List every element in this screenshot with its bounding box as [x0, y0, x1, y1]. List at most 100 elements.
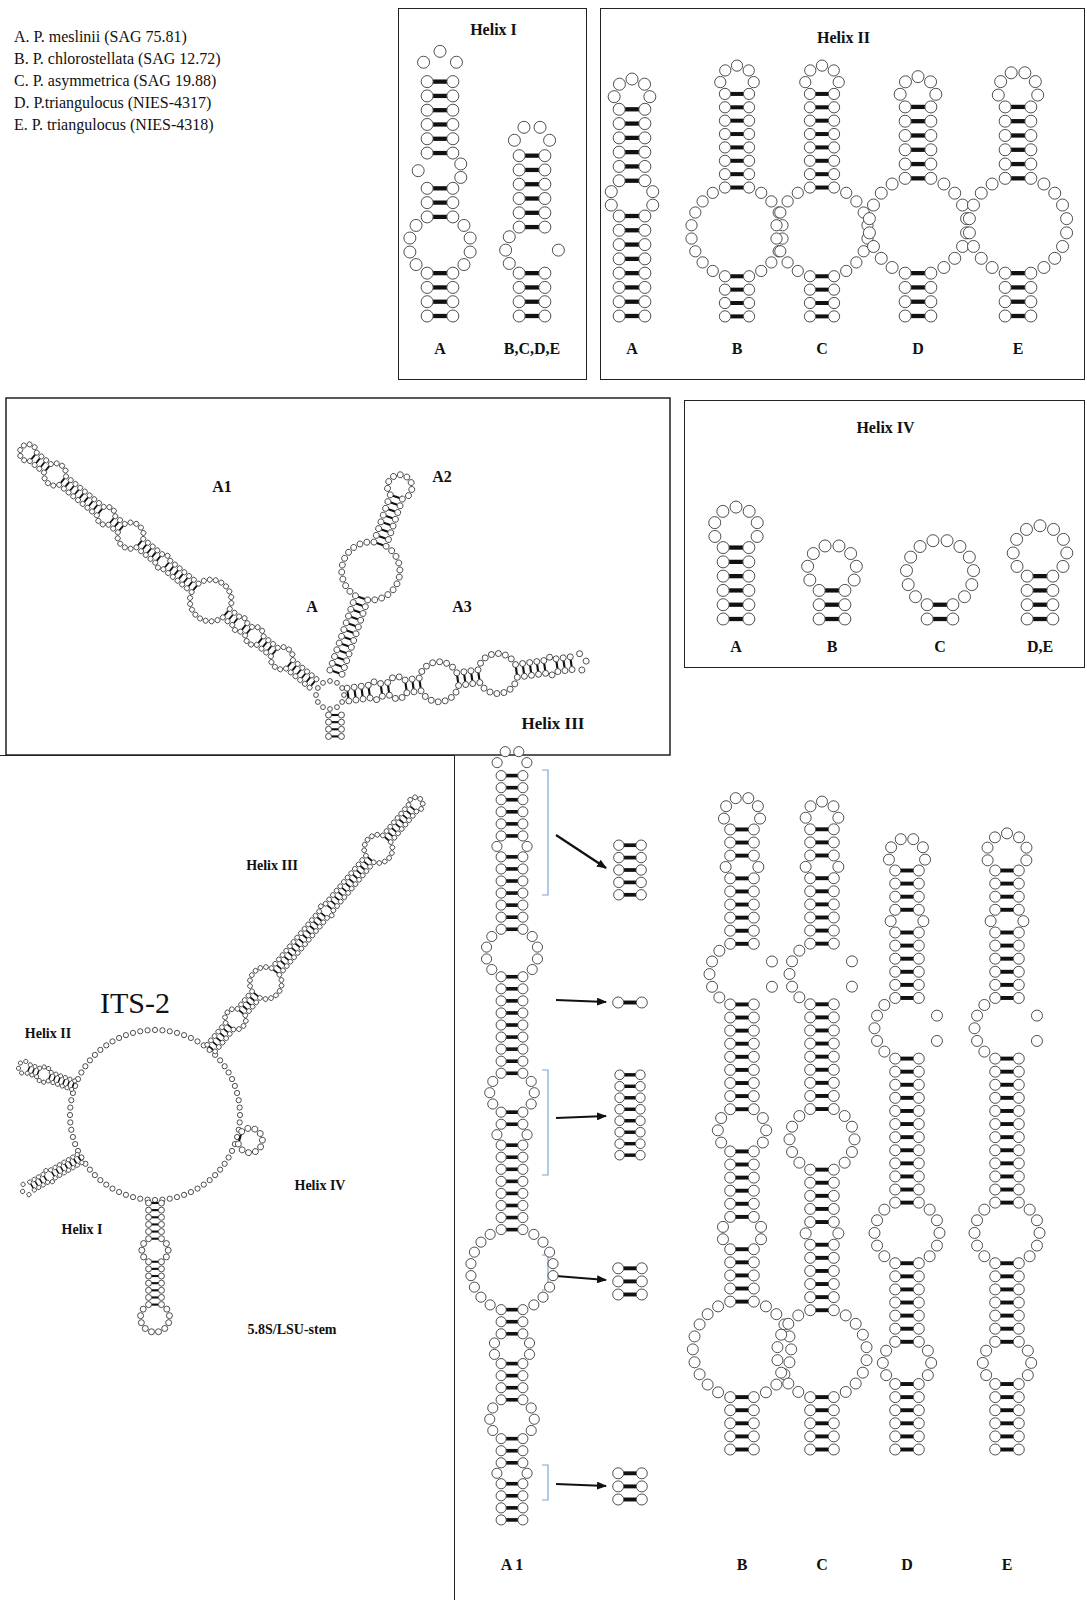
nucleotide	[87, 1058, 92, 1063]
nucleotide	[792, 265, 803, 276]
base-pair	[1001, 1070, 1014, 1074]
base-pair	[825, 588, 839, 592]
rna-helix	[1007, 520, 1073, 625]
nucleotide	[382, 505, 390, 513]
nucleotide	[458, 219, 470, 231]
base-pair	[816, 1308, 829, 1312]
nucleotide	[518, 1032, 528, 1042]
nucleotide	[342, 619, 350, 627]
nucleotide	[421, 133, 433, 145]
nucleotide	[828, 297, 839, 308]
nucleotide	[338, 712, 344, 718]
rna-helix	[900, 535, 979, 625]
nucleotide	[1021, 570, 1033, 582]
nucleotide	[899, 310, 911, 322]
base-pair	[433, 200, 447, 204]
nucleotide	[697, 196, 708, 207]
nucleotide	[890, 1271, 901, 1282]
nucleotide	[760, 1387, 771, 1398]
base-pair	[736, 1300, 749, 1304]
nucleotide	[719, 297, 730, 308]
nucleotide	[751, 517, 763, 529]
nucleotide	[990, 927, 1001, 938]
nucleotide	[434, 45, 446, 57]
nucleotide	[1025, 129, 1037, 141]
nucleotide	[636, 877, 646, 887]
nucleotide	[816, 60, 827, 71]
nucleotide	[639, 103, 651, 115]
nucleotide	[899, 129, 911, 141]
base-pair	[247, 629, 251, 634]
nucleotide	[804, 284, 815, 295]
base-pair	[268, 646, 272, 651]
base-pair	[624, 856, 636, 860]
nucleotide	[1021, 855, 1032, 866]
base-pair	[729, 617, 743, 621]
nucleotide	[374, 831, 381, 838]
nucleotide	[828, 1305, 839, 1316]
nucleotide	[921, 599, 933, 611]
nucleotide	[713, 1301, 724, 1312]
base-pair	[624, 843, 636, 847]
nucleotide	[857, 1367, 868, 1378]
nucleotide	[717, 542, 729, 554]
nucleotide	[828, 271, 839, 282]
nucleotide	[1013, 1444, 1024, 1455]
nucleotide	[982, 842, 993, 853]
nucleotide	[748, 1159, 759, 1170]
nucleotide	[518, 852, 528, 862]
nucleotide	[805, 1239, 816, 1250]
nucleotide	[338, 733, 344, 739]
rna-helix	[305, 463, 435, 686]
nucleotide	[725, 1392, 736, 1403]
nucleotide	[236, 1098, 241, 1103]
nucleotide	[25, 1071, 30, 1076]
nucleotide	[748, 1051, 759, 1062]
nucleotide	[513, 281, 525, 293]
nucleotide	[840, 1386, 851, 1397]
base-pair	[901, 1314, 914, 1318]
nucleotide	[494, 690, 501, 697]
nucleotide	[447, 76, 459, 88]
nucleotide	[544, 134, 556, 146]
nucleotide	[990, 1053, 1001, 1064]
nucleotide	[69, 1127, 74, 1132]
nucleotide	[371, 679, 378, 686]
nucleotide	[748, 1025, 759, 1036]
base-pair	[506, 1398, 518, 1402]
nucleotide	[828, 142, 839, 153]
base-pair	[506, 975, 518, 979]
rna-helix	[869, 834, 945, 1455]
rna-helix	[613, 1263, 648, 1300]
nucleotide	[241, 615, 248, 622]
nucleotide	[254, 624, 261, 631]
nucleotide	[262, 996, 269, 1003]
nucleotide	[639, 267, 651, 279]
nucleotide	[719, 284, 730, 295]
nucleotide	[539, 221, 551, 233]
nucleotide	[743, 182, 754, 193]
nucleotide	[969, 1023, 980, 1034]
nucleotide	[453, 669, 460, 676]
nucleotide	[748, 999, 759, 1010]
base-pair	[624, 1001, 637, 1005]
nucleotide	[351, 684, 358, 691]
nucleotide	[1025, 115, 1037, 127]
base-pair	[736, 942, 749, 946]
base-pair	[816, 1068, 829, 1072]
base-pair	[816, 1256, 829, 1260]
nucleotide	[925, 267, 937, 279]
nucleotide	[553, 655, 560, 662]
nucleotide	[418, 56, 430, 68]
nucleotide	[709, 517, 721, 529]
nucleotide	[990, 878, 1001, 889]
nucleotide	[112, 513, 119, 520]
base-pair	[433, 94, 447, 98]
nucleotide	[613, 310, 625, 322]
nucleotide	[27, 1179, 33, 1185]
nucleotide	[1013, 1092, 1024, 1103]
nucleotide	[979, 1204, 990, 1215]
base-pair	[321, 913, 325, 917]
base-pair	[901, 983, 914, 987]
nucleotide	[496, 1458, 506, 1468]
